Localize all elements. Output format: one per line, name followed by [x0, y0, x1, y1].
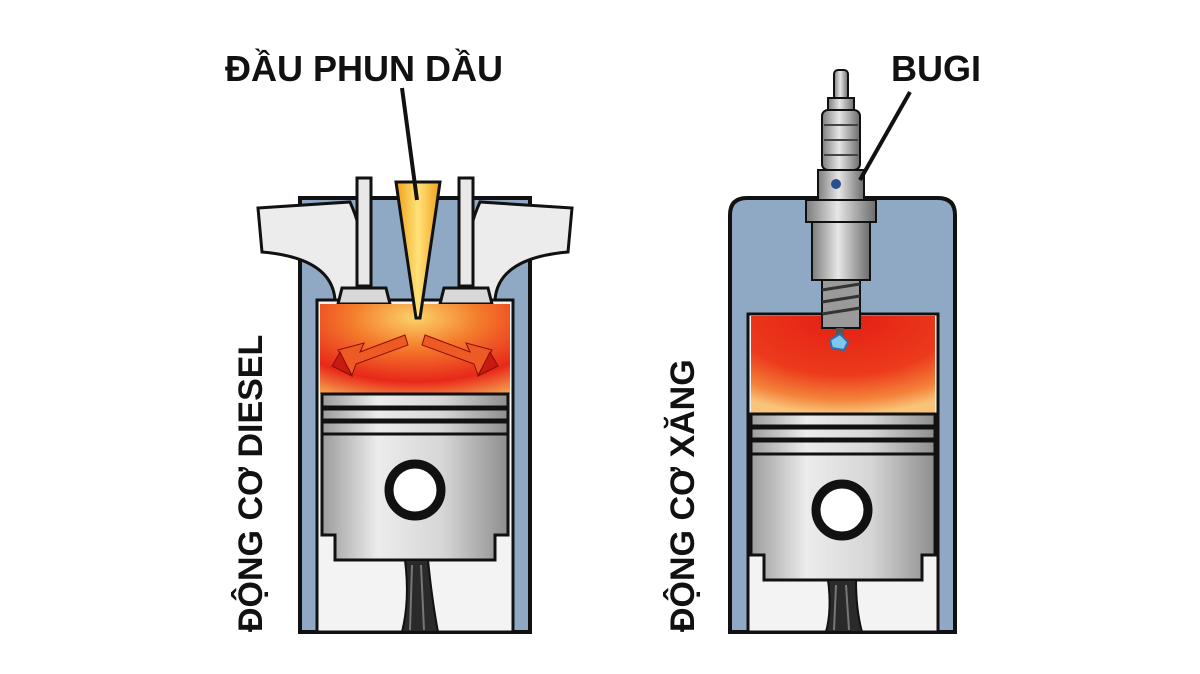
- diesel-piston-pin: [384, 459, 446, 521]
- diesel-left-valve: [336, 176, 392, 306]
- petrol-piston: [749, 412, 937, 582]
- diesel-engine: [256, 87, 574, 634]
- spark-plug-leader-line: [858, 91, 912, 181]
- spark-plug-icon: [805, 69, 877, 352]
- diesel-piston: [320, 392, 510, 562]
- injector-label: ĐẦU PHUN DẦU: [225, 48, 503, 89]
- petrol-piston-pin: [811, 479, 873, 541]
- injector-leader-line: [400, 87, 419, 201]
- petrol-engine-label: ĐỘNG CƠ XĂNG: [663, 359, 702, 632]
- petrol-connecting-rod: [824, 579, 864, 633]
- petrol-engine: [728, 69, 957, 634]
- diesel-engine-label: ĐỘNG CƠ DIESEL: [231, 335, 270, 632]
- spark-plug-label: BUGI: [891, 48, 981, 89]
- diesel-spray-arrows: [331, 334, 499, 378]
- diesel-fuel-injector: [394, 180, 442, 320]
